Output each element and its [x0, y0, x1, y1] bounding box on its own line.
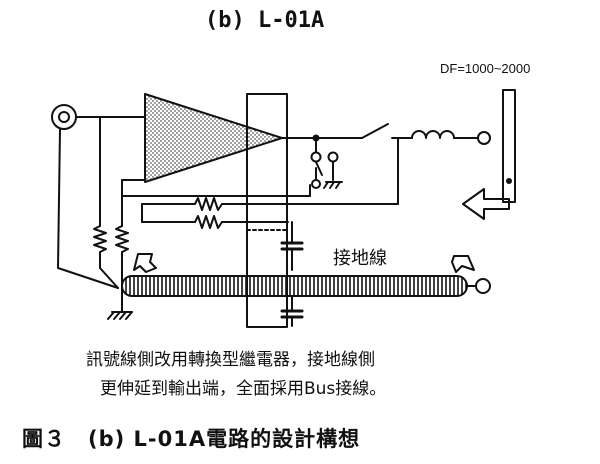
df-range-label: DF=1000~2000: [440, 61, 531, 76]
resistor-vertical-1: [93, 225, 107, 253]
bus-terminal-icon: [475, 278, 491, 294]
output-terminal-icon: [477, 131, 491, 145]
resistor-horizontal-1: [194, 197, 223, 211]
diagram-title: (b) L-01A: [205, 8, 325, 33]
chassis-boundary: [246, 93, 288, 328]
output-switch-icon: [361, 123, 413, 139]
relay-contact-icon: [310, 137, 343, 189]
inductor-coil-icon: [411, 130, 455, 139]
resistor-vertical-2: [115, 225, 129, 253]
amplifier-triangle: [144, 93, 283, 183]
hollow-arrow-icon: [462, 188, 510, 220]
resistor-horizontal-2: [194, 215, 223, 229]
figure-caption: 圖３ (b) L-01A電路的設計構想: [22, 427, 361, 451]
ground-wire-label: 接地線: [333, 248, 387, 269]
input-connector-icon: [51, 104, 77, 130]
ground-bus-bar: [121, 275, 468, 297]
ground-symbol-icon: [107, 311, 133, 320]
caption-line-1: 訊號線側改用轉換型繼電器，接地線側: [86, 350, 375, 370]
df-meter-bar: [502, 89, 516, 203]
caption-line-2: 更伸延到輸出端，全面採用Bus接線。: [100, 379, 387, 399]
bus-pointer-left-icon: [133, 253, 157, 273]
bus-pointer-right-icon: [451, 255, 475, 273]
